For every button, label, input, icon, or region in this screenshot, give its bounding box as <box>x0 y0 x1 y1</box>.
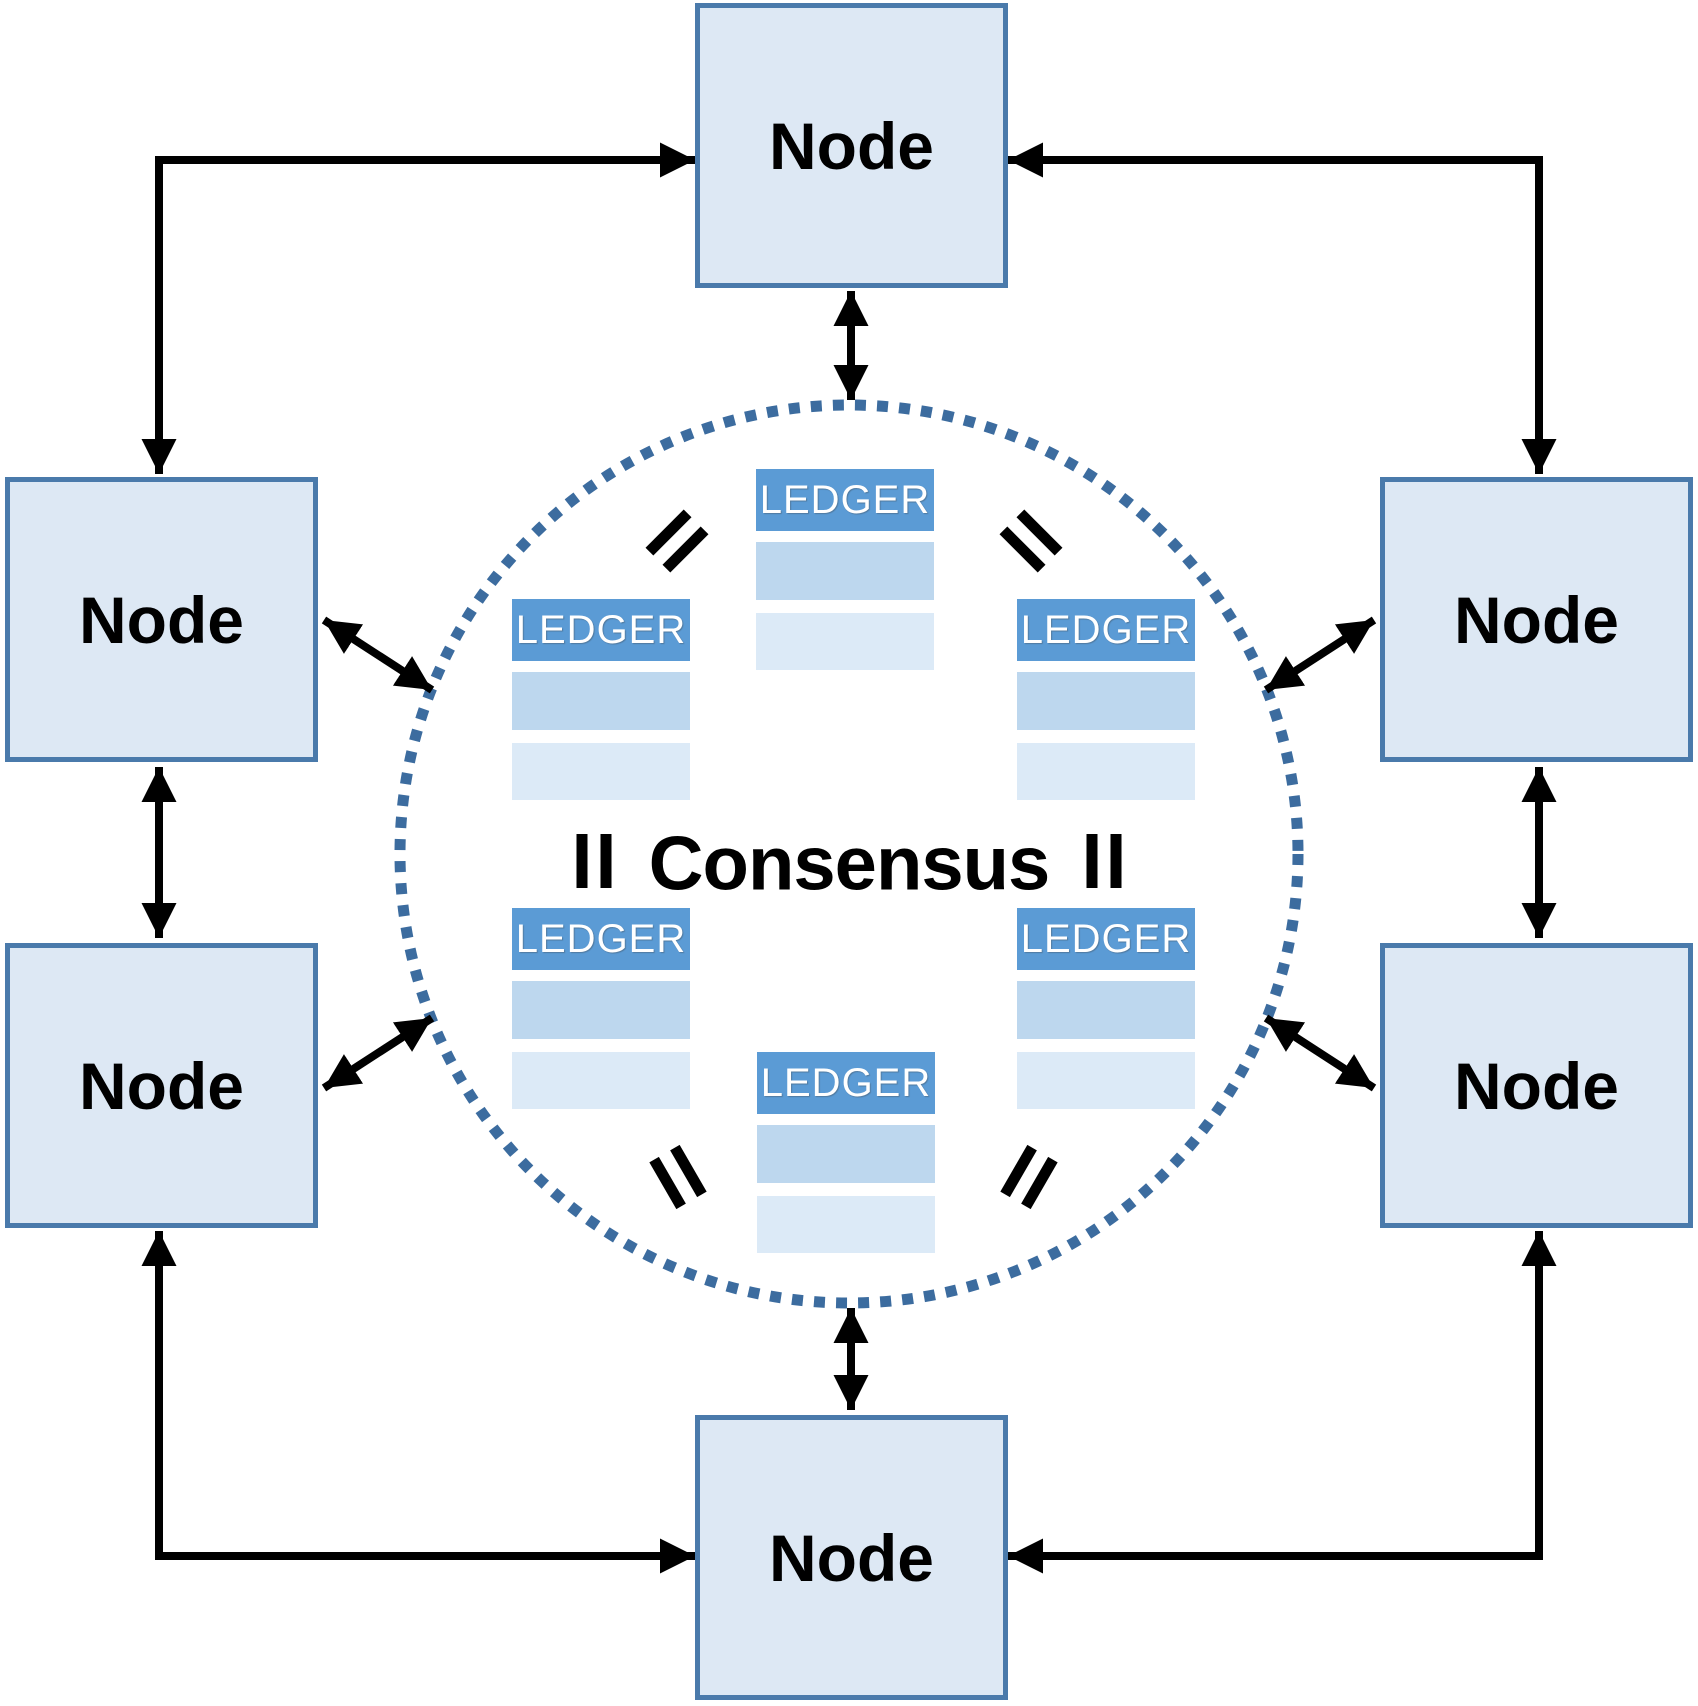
ledger-table-upper-right: LEDGER <box>1017 599 1195 800</box>
arrow-topright-elbow <box>1008 142 1557 474</box>
arrow-leftlower-node-circle <box>321 1014 435 1092</box>
ledger-header: LEDGER <box>512 908 690 970</box>
ledger-row <box>1017 672 1195 730</box>
ledger-row <box>512 981 690 1039</box>
ledger-table-lower-right: LEDGER <box>1017 908 1195 1109</box>
arrow-rightupper-node-circle <box>1263 616 1377 694</box>
equals-bar <box>600 834 612 888</box>
equals-bar <box>1086 834 1098 888</box>
arrow-topleft-elbow <box>141 142 695 474</box>
ledger-row <box>1017 981 1195 1039</box>
ledger-row <box>1017 743 1195 800</box>
equals-icon <box>1086 834 1122 888</box>
node-bottom: Node <box>695 1415 1008 1700</box>
ledger-header: LEDGER <box>756 469 934 531</box>
arrow-rightlower-node-circle <box>1263 1014 1377 1092</box>
ledger-table-bottom-center: LEDGER <box>757 1052 935 1253</box>
ledger-header: LEDGER <box>757 1052 935 1114</box>
ledger-header: LEDGER <box>1017 908 1195 970</box>
ledger-table-top-center: LEDGER <box>756 469 934 670</box>
node-right-upper: Node <box>1380 477 1693 762</box>
ledger-header: LEDGER <box>1017 599 1195 661</box>
consensus-label: Consensus <box>648 821 1051 907</box>
arrow-leftupper-node-circle <box>321 616 435 694</box>
ledger-row <box>1017 1052 1195 1109</box>
arrow-bottomleft-elbow <box>141 1231 695 1574</box>
ledger-row <box>756 613 934 670</box>
equals-bar <box>576 834 588 888</box>
ledger-table-upper-left: LEDGER <box>512 599 690 800</box>
ledger-row <box>757 1196 935 1253</box>
node-left-lower: Node <box>5 943 318 1228</box>
node-left-upper: Node <box>5 477 318 762</box>
ledger-row <box>512 1052 690 1109</box>
ledger-header: LEDGER <box>512 599 690 661</box>
node-top: Node <box>695 3 1008 288</box>
ledger-row <box>512 672 690 730</box>
ledger-table-lower-left: LEDGER <box>512 908 690 1109</box>
consensus-circle <box>394 399 1304 1309</box>
ledger-row <box>512 743 690 800</box>
arrow-bottomright-elbow <box>1008 1231 1557 1574</box>
equals-bar <box>1110 834 1122 888</box>
equals-icon <box>576 834 612 888</box>
ledger-row <box>757 1125 935 1183</box>
ledger-row <box>756 542 934 600</box>
node-right-lower: Node <box>1380 943 1693 1228</box>
